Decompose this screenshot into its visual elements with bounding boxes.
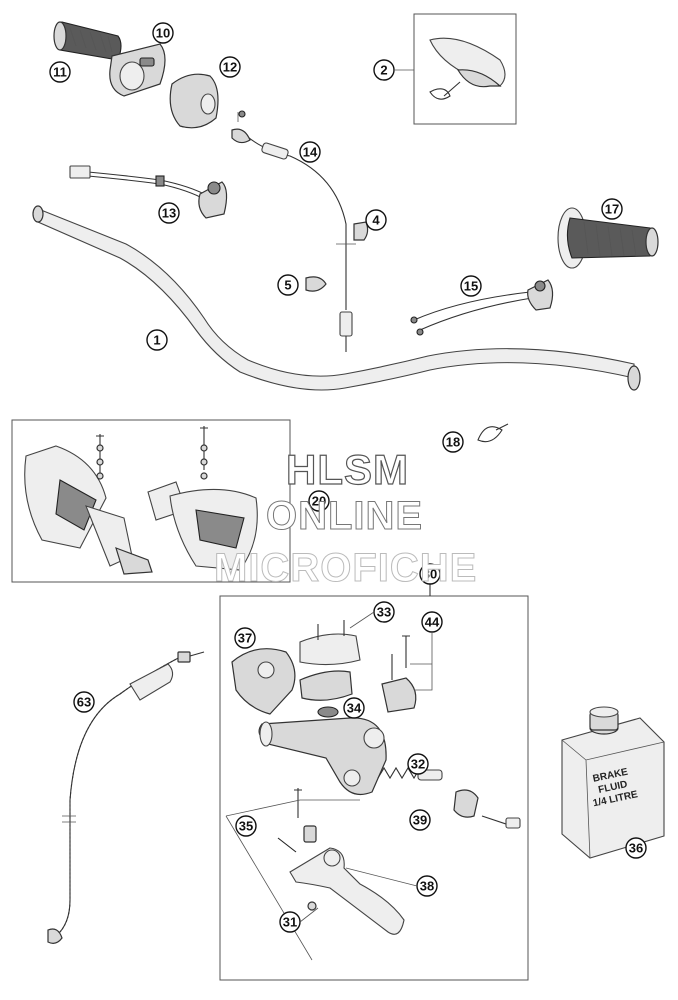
- callout-5: 5: [277, 274, 299, 296]
- callout-13: 13: [158, 202, 180, 224]
- callout-11: 11: [49, 61, 71, 83]
- svg-text:32: 32: [411, 757, 425, 772]
- svg-text:39: 39: [413, 813, 427, 828]
- cable-tie: [477, 423, 509, 443]
- callout-38: 38: [416, 875, 438, 897]
- hydraulic-line: [47, 651, 205, 944]
- right-grip: [557, 207, 659, 269]
- left-grip: [53, 21, 122, 61]
- callout-31: 31: [279, 911, 301, 933]
- svg-text:4: 4: [372, 213, 380, 228]
- svg-text:20: 20: [312, 494, 326, 509]
- kill-switch-wiring: [69, 165, 228, 219]
- callout-44: 44: [421, 611, 443, 633]
- svg-text:35: 35: [239, 819, 253, 834]
- callout-15: 15: [460, 275, 482, 297]
- svg-text:18: 18: [446, 435, 460, 450]
- start-switch-wiring: [410, 279, 554, 336]
- svg-text:1: 1: [153, 333, 160, 348]
- callout-30: 30: [419, 563, 441, 585]
- callout-10: 10: [152, 22, 174, 44]
- svg-text:15: 15: [464, 279, 478, 294]
- svg-text:30: 30: [423, 567, 437, 582]
- callout-14: 14: [299, 141, 321, 163]
- callout-35: 35: [235, 815, 257, 837]
- callout-20: 20: [308, 490, 330, 512]
- callout-17: 17: [601, 198, 623, 220]
- svg-text:44: 44: [425, 615, 440, 630]
- watermark-line-2: ONLINE: [265, 494, 424, 539]
- watermark-line-3: MICROFICHE: [213, 546, 478, 591]
- watermark-line-1: HLSM: [285, 445, 409, 493]
- svg-text:31: 31: [283, 915, 297, 930]
- callout-37: 37: [234, 627, 256, 649]
- svg-text:10: 10: [156, 26, 170, 41]
- svg-text:5: 5: [284, 278, 291, 293]
- throttle-housing: [109, 43, 166, 97]
- callout-2: 2: [373, 59, 395, 81]
- svg-text:13: 13: [162, 206, 176, 221]
- svg-text:37: 37: [238, 631, 252, 646]
- svg-text:36: 36: [629, 841, 643, 856]
- svg-text:17: 17: [605, 202, 619, 217]
- brake-fluid-bottle: [561, 706, 665, 859]
- cable-clip: [305, 276, 327, 292]
- callout-1: 1: [146, 329, 168, 351]
- callout-39: 39: [409, 809, 431, 831]
- vent-cap-box: [413, 13, 517, 125]
- svg-text:34: 34: [347, 701, 362, 716]
- callout-18: 18: [442, 431, 464, 453]
- svg-text:33: 33: [377, 605, 391, 620]
- svg-text:2: 2: [380, 63, 387, 78]
- callout-33: 33: [373, 601, 395, 623]
- throttle-cover: [169, 73, 219, 129]
- svg-text:12: 12: [223, 60, 237, 75]
- callout-63: 63: [73, 691, 95, 713]
- callout-34: 34: [343, 697, 365, 719]
- handguard-box: [11, 419, 291, 583]
- svg-text:14: 14: [303, 145, 318, 160]
- svg-text:63: 63: [77, 695, 91, 710]
- callout-12: 12: [219, 56, 241, 78]
- svg-text:11: 11: [53, 65, 67, 80]
- handlebar: [32, 205, 641, 391]
- callout-36: 36: [625, 837, 647, 859]
- cable-adjuster: [353, 221, 369, 241]
- clutch-cable: [231, 110, 356, 352]
- callout-32: 32: [407, 753, 429, 775]
- brake-assembly-box: [219, 584, 529, 981]
- callout-4: 4: [365, 209, 387, 231]
- svg-text:38: 38: [420, 879, 434, 894]
